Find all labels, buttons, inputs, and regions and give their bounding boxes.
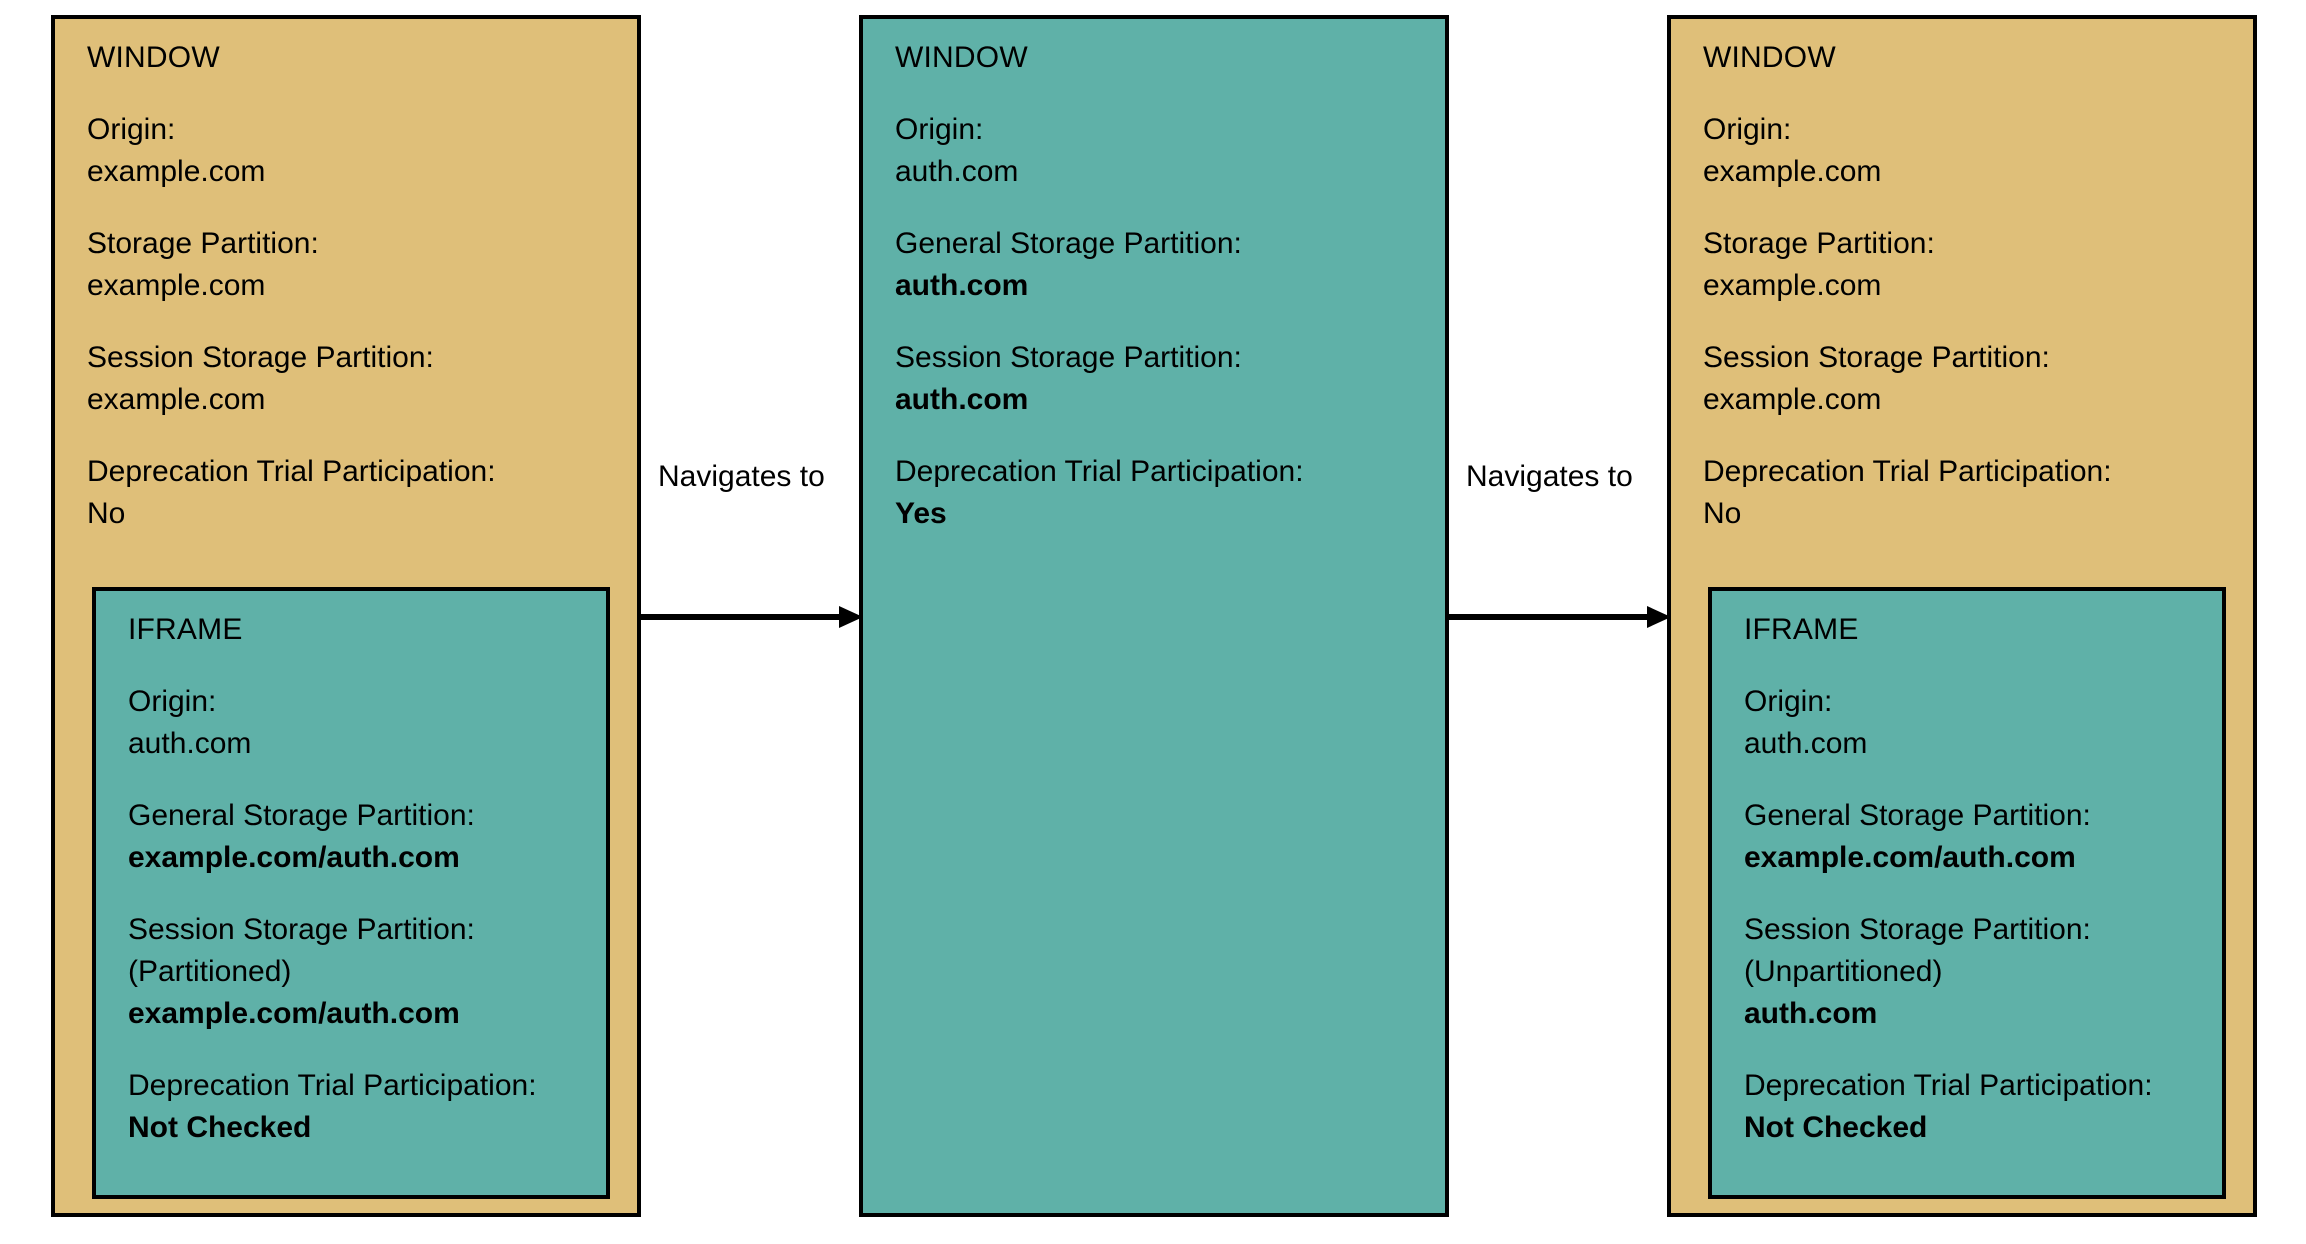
field-deprecation-trial: Deprecation Trial Participation: Not Che… [1744,1065,2204,1149]
field-label: Deprecation Trial Participation: [128,1069,537,1102]
field-value: example.com [87,155,266,188]
field-deprecation-trial: Deprecation Trial Participation: No [87,451,619,535]
iframe-panel-1: IFRAME Origin: auth.com General Storage … [92,587,610,1199]
field-session-storage-partition: Session Storage Partition: example.com [1703,337,2235,421]
field-origin: Origin: auth.com [128,681,588,765]
field-storage-partition: Storage Partition: example.com [87,223,619,307]
field-label: Origin: [1744,685,1833,718]
field-value: example.com [1703,269,1882,302]
field-value: auth.com [1744,727,1868,760]
arrow-right-icon [637,606,863,628]
field-deprecation-trial: Deprecation Trial Participation: Yes [895,451,1427,535]
field-label: Origin: [1703,113,1792,146]
field-label: Session Storage Partition: [128,913,475,946]
field-value: example.com/auth.com [1744,841,2076,874]
field-value: auth.com [895,269,1029,302]
field-origin: Origin: auth.com [895,109,1427,193]
field-label: Storage Partition: [1703,227,1935,260]
iframe-heading: IFRAME [128,613,243,646]
window-panel-1: WINDOW Origin: example.com Storage Parti… [51,15,641,1217]
window-panel-3: WINDOW Origin: example.com Storage Parti… [1667,15,2257,1217]
field-session-storage-partition: Session Storage Partition: auth.com [895,337,1427,421]
field-label: Deprecation Trial Participation: [895,455,1304,488]
window-fields-1: WINDOW Origin: example.com Storage Parti… [87,37,619,535]
field-value: example.com [1703,155,1882,188]
iframe-panel-3: IFRAME Origin: auth.com General Storage … [1708,587,2226,1199]
field-value: example.com [87,383,266,416]
field-storage-partition: Storage Partition: example.com [1703,223,2235,307]
field-label: Origin: [87,113,176,146]
panel-heading: WINDOW [87,41,220,74]
field-value: Yes [895,497,947,530]
arrow-label-navigates-to-2: Navigates to [1466,460,1633,493]
field-value: Not Checked [128,1111,312,1144]
field-label: Origin: [128,685,217,718]
field-label: Session Storage Partition: [895,341,1242,374]
field-value: auth.com [895,155,1019,188]
field-label: General Storage Partition: [1744,799,2091,832]
field-general-storage-partition: General Storage Partition: auth.com [895,223,1427,307]
field-value: example.com/auth.com [128,997,460,1030]
field-label: Session Storage Partition: [1703,341,2050,374]
arrow-navigates-to-1 [637,602,863,632]
field-label: Session Storage Partition: [1744,913,2091,946]
field-value: example.com/auth.com [128,841,460,874]
iframe-heading: IFRAME [1744,613,1859,646]
field-label: Deprecation Trial Participation: [1703,455,2112,488]
field-value: No [87,497,126,530]
panel-heading: WINDOW [1703,41,1836,74]
window-fields-2: WINDOW Origin: auth.com General Storage … [895,37,1427,535]
field-label: Storage Partition: [87,227,319,260]
field-label: Deprecation Trial Participation: [87,455,496,488]
field-value: auth.com [895,383,1029,416]
field-session-storage-partition: Session Storage Partition: (Unpartitione… [1744,909,2204,1035]
field-label: General Storage Partition: [128,799,475,832]
field-label: Deprecation Trial Participation: [1744,1069,2153,1102]
window-panel-2: WINDOW Origin: auth.com General Storage … [859,15,1449,1217]
field-sublabel: (Unpartitioned) [1744,955,1943,988]
iframe-fields-1: IFRAME Origin: auth.com General Storage … [128,609,588,1149]
field-value: example.com [1703,383,1882,416]
field-origin: Origin: example.com [87,109,619,193]
field-deprecation-trial: Deprecation Trial Participation: Not Che… [128,1065,588,1149]
arrow-label-navigates-to-1: Navigates to [658,460,825,493]
field-value: auth.com [1744,997,1878,1030]
panel-heading: WINDOW [895,41,1028,74]
field-label: General Storage Partition: [895,227,1242,260]
field-session-storage-partition: Session Storage Partition: (Partitioned)… [128,909,588,1035]
field-sublabel: (Partitioned) [128,955,292,988]
field-deprecation-trial: Deprecation Trial Participation: No [1703,451,2235,535]
field-value: No [1703,497,1742,530]
arrow-navigates-to-2 [1445,602,1671,632]
arrow-right-icon [1445,606,1671,628]
field-general-storage-partition: General Storage Partition: example.com/a… [128,795,588,879]
field-origin: Origin: example.com [1703,109,2235,193]
field-label: Session Storage Partition: [87,341,434,374]
iframe-fields-3: IFRAME Origin: auth.com General Storage … [1744,609,2204,1149]
field-label: Origin: [895,113,984,146]
field-value: auth.com [128,727,252,760]
field-session-storage-partition: Session Storage Partition: example.com [87,337,619,421]
field-origin: Origin: auth.com [1744,681,2204,765]
field-value: example.com [87,269,266,302]
window-fields-3: WINDOW Origin: example.com Storage Parti… [1703,37,2235,535]
field-value: Not Checked [1744,1111,1928,1144]
field-general-storage-partition: General Storage Partition: example.com/a… [1744,795,2204,879]
